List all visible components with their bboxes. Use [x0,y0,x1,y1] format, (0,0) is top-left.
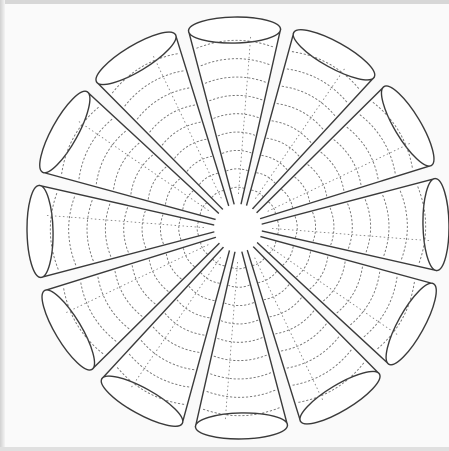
center-hub [214,204,262,252]
